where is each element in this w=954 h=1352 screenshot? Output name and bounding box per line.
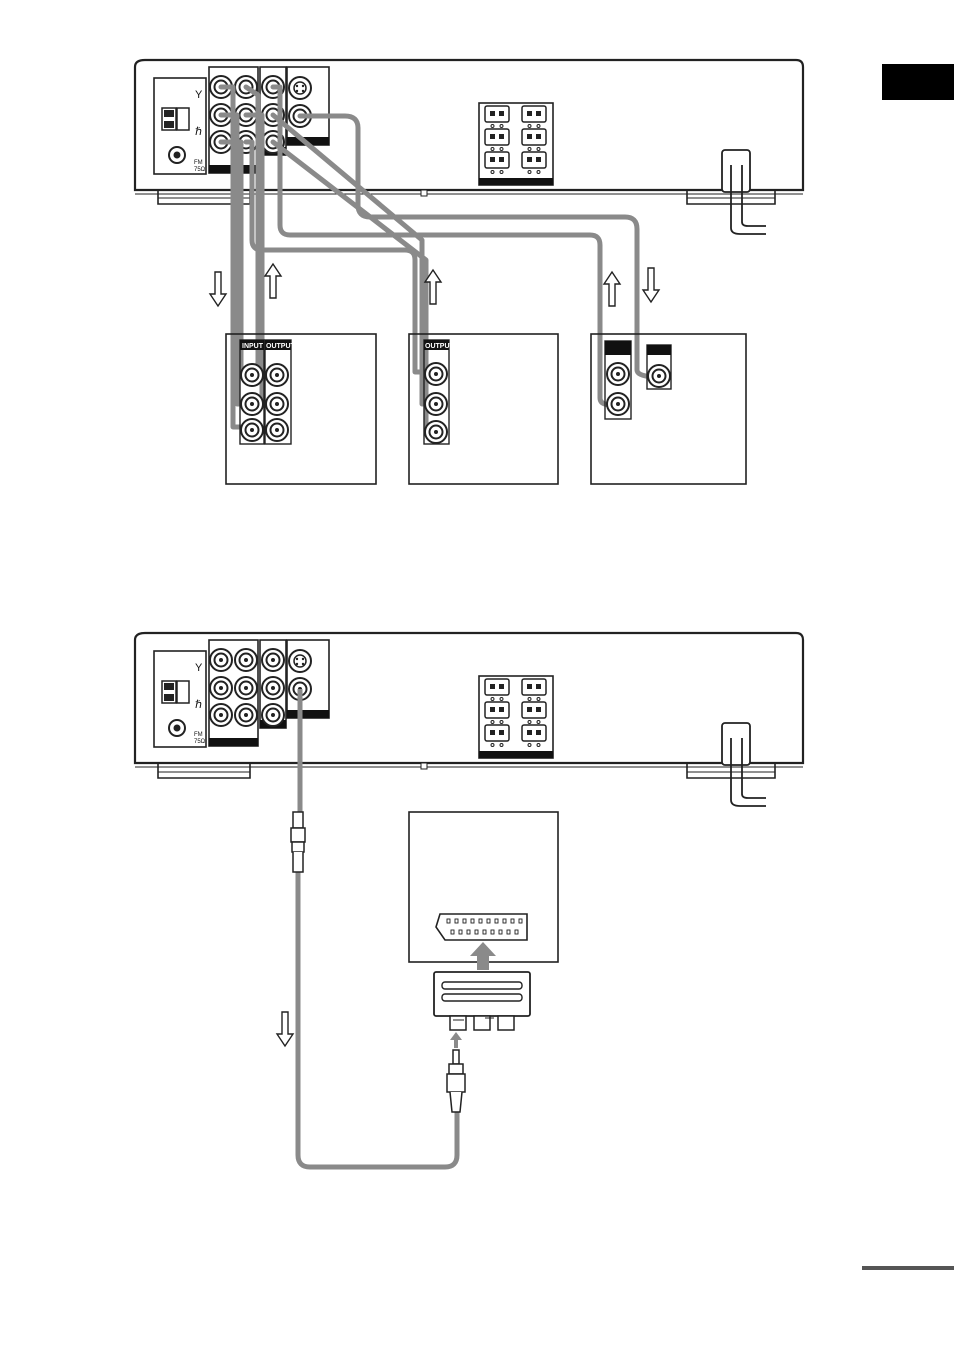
fm-label: FM — [194, 160, 203, 166]
svg-text:ℏ: ℏ — [195, 699, 202, 711]
insert-arrow — [470, 942, 496, 970]
device-3-rear-panel — [591, 334, 746, 484]
svg-text:ℏ: ℏ — [195, 126, 202, 138]
output-label-2: OUTPUT — [425, 343, 455, 350]
output-label-1: OUTPUT — [266, 343, 296, 350]
device-2-rear-panel: OUTPUT — [409, 334, 558, 484]
svg-text:Y: Y — [195, 89, 203, 101]
top-diagram: Y ℏ FM 75Ω — [135, 60, 803, 484]
ohm-label: 75Ω — [194, 167, 206, 173]
footer-rule — [862, 1266, 954, 1270]
fm-label-bottom: FM — [194, 732, 203, 738]
receiver-rear-panel-bottom: Y ℏ FM 75Ω — [135, 633, 803, 806]
connect-arrow — [450, 1032, 462, 1048]
scart-adapter — [434, 972, 530, 1030]
section-tab — [882, 64, 954, 100]
bottom-diagram: Y ℏ FM 75Ω — [135, 633, 803, 1167]
tv-rear-panel — [409, 812, 558, 962]
svg-text:Y: Y — [195, 662, 203, 674]
device-1-rear-panel: INPUT OUTPUT — [226, 334, 376, 484]
ohm-label-bottom: 75Ω — [194, 739, 206, 745]
input-label-1: INPUT — [242, 343, 264, 350]
